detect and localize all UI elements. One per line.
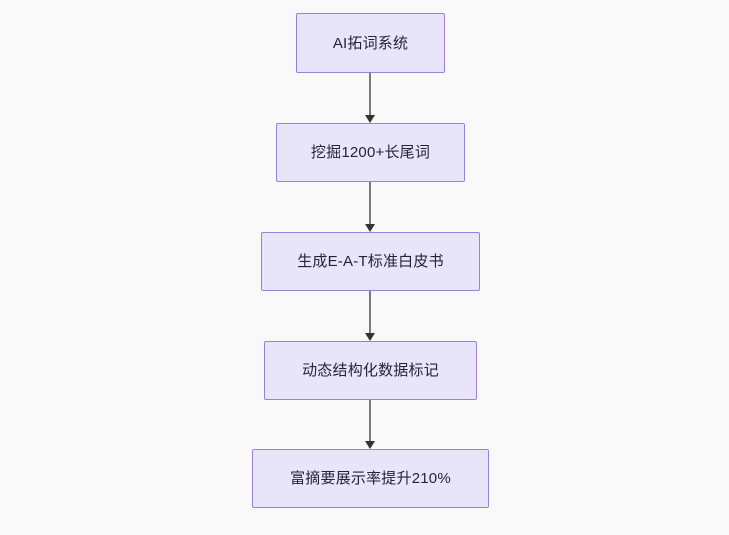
flow-node-generate-eat-whitepaper[interactable]: 生成E-A-T标准白皮书 [261,232,480,291]
flow-node-label: 动态结构化数据标记 [302,362,439,379]
flow-node-rich-snippet-result[interactable]: 富摘要展示率提升210% [252,449,489,508]
flow-node-label: AI拓词系统 [332,34,409,52]
arrow-head-icon [365,333,375,341]
flow-node-label: 生成E-A-T标准白皮书 [297,253,444,270]
arrow-head-icon [365,224,375,232]
flow-node-dynamic-structured-data[interactable]: 动态结构化数据标记 [264,341,477,400]
flow-edge-line [369,400,371,442]
flow-edge-line [369,182,371,225]
arrow-head-icon [365,441,375,449]
flow-node-mine-longtail-keywords[interactable]: 挖掘1200+长尾词 [276,123,465,182]
flow-node-label: 挖掘1200+长尾词 [310,144,431,161]
flow-edge-line [369,73,371,116]
arrow-head-icon [365,115,375,123]
flow-edge-line [369,291,371,334]
flow-node-ai-keyword-system[interactable]: AI拓词系统 [296,13,445,73]
flow-node-label: 富摘要展示率提升210% [290,470,451,487]
